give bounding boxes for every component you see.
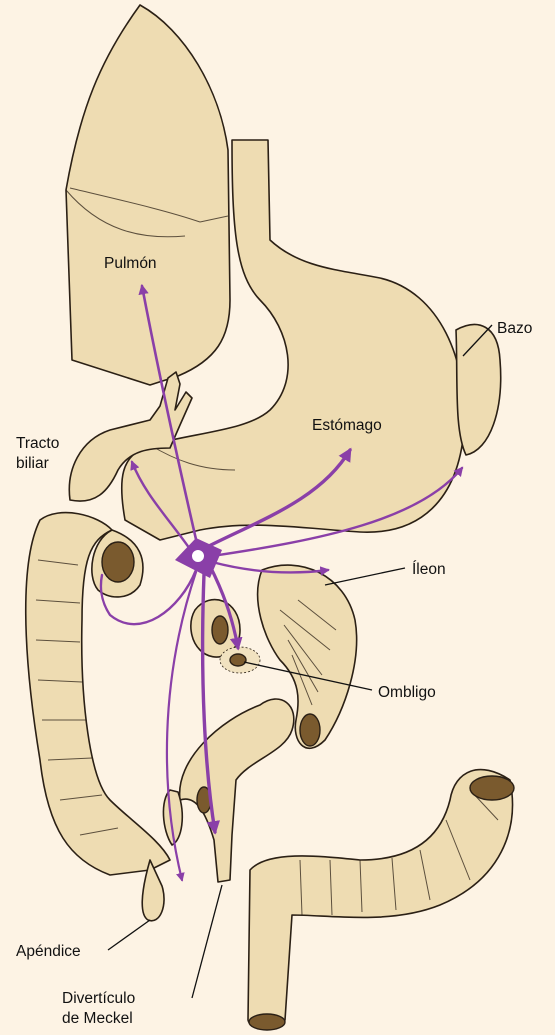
- label-stomach: Estómago: [312, 417, 382, 434]
- label-biliary-line2: biliar: [16, 455, 49, 472]
- colon: [26, 513, 170, 875]
- label-ileum: Íleon: [412, 561, 446, 578]
- umbilicus: [220, 647, 260, 673]
- spleen: [456, 325, 501, 455]
- leader-ileum: [325, 568, 405, 585]
- lung: [66, 5, 230, 385]
- label-navel: Ombligo: [378, 684, 436, 701]
- label-meckel-line1: Divertículo: [62, 990, 135, 1007]
- descending-colon: [248, 770, 514, 1030]
- label-spleen: Bazo: [497, 320, 532, 337]
- label-appendix: Apéndice: [16, 943, 81, 960]
- label-lung: Pulmón: [104, 255, 157, 272]
- leader-meckel: [192, 885, 222, 998]
- leader-appendix: [108, 920, 150, 950]
- label-biliary-line1: Tracto: [16, 435, 59, 452]
- label-meckel-line2: de Meckel: [62, 1010, 133, 1027]
